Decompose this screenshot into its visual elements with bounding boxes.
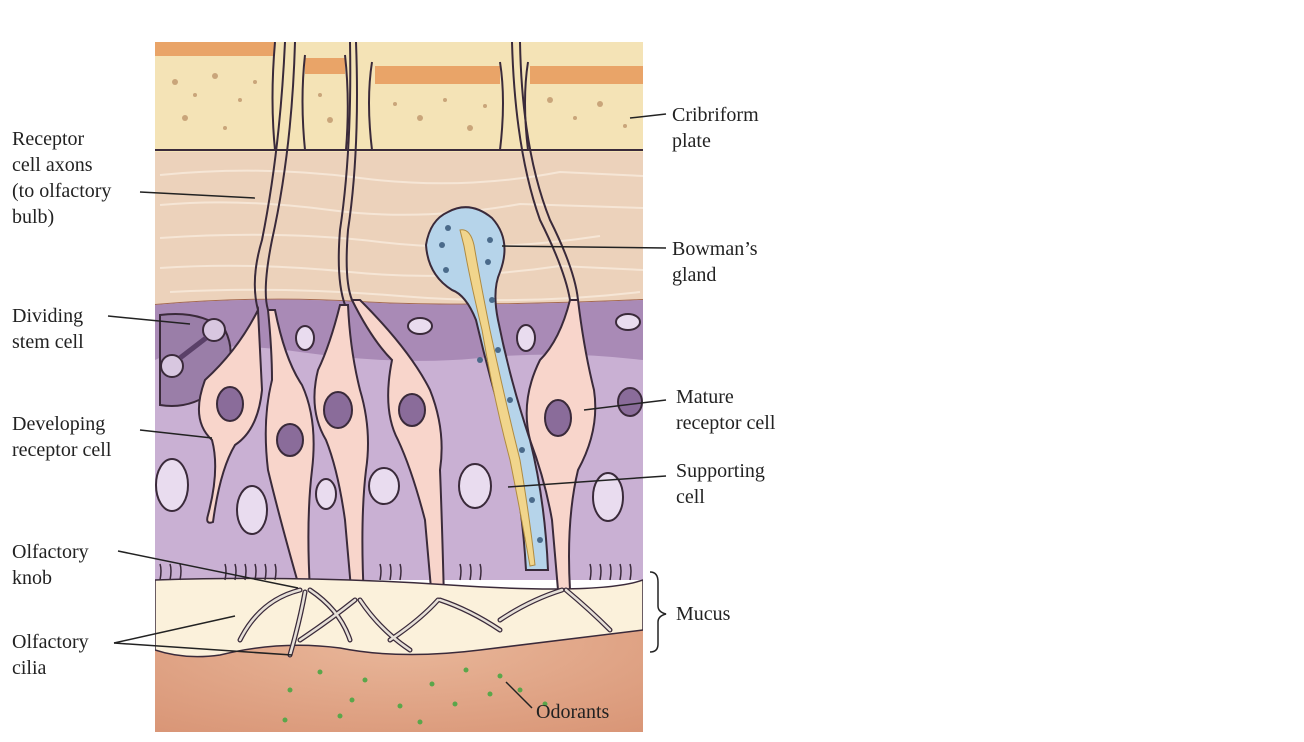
label-olfactory-knob: Olfactory knob [12,541,94,589]
label-bowmans-gland: Bowman’s gland [672,238,763,286]
label-olfactory-cilia: Olfactory cilia [12,631,94,679]
label-receptor-axons: Receptor cell axons (to olfactory bulb) [12,128,116,228]
left-labels: Receptor cell axons (to olfactory bulb) … [12,128,116,679]
label-supporting-cell: Supporting cell [676,460,770,508]
mucus-bracket [650,572,666,652]
cribriform-plate [155,42,643,152]
label-mucus: Mucus [676,603,731,625]
tissue-illustration [155,42,643,740]
label-developing-receptor-cell: Developing receptor cell [12,413,112,461]
lamina-propria [155,150,643,310]
label-dividing-stem-cell: Dividing stem cell [12,305,88,353]
label-mature-receptor-cell: Mature receptor cell [676,386,776,434]
label-odorants: Odorants [536,701,610,723]
label-cribriform-plate: Cribriform plate [672,104,764,152]
